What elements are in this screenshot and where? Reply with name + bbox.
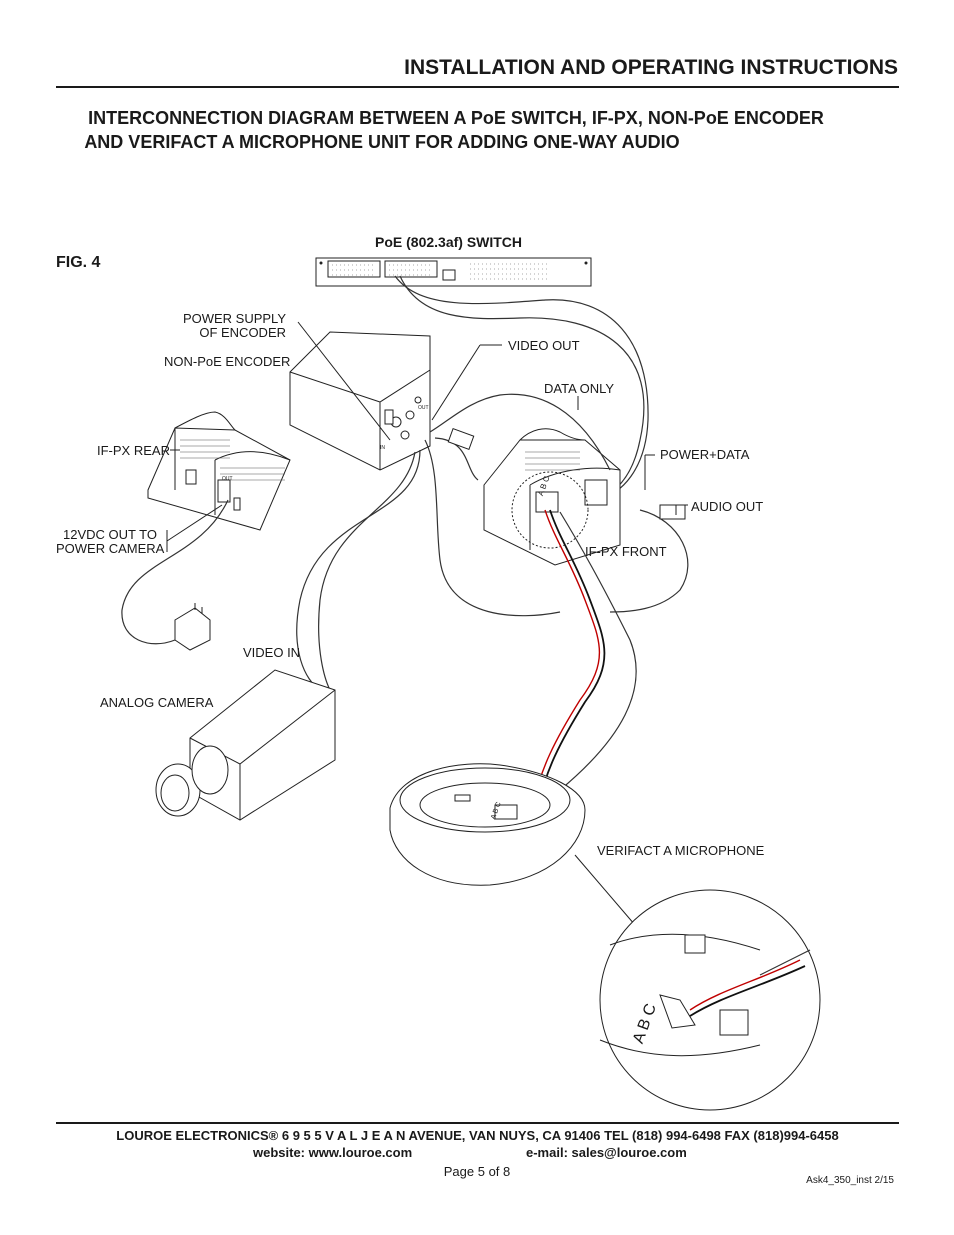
footer-company: LOUROE ELECTRONICS® 6 9 5 5 V A L J E A … (116, 1128, 839, 1143)
document-title: INTERCONNECTION DIAGRAM BETWEEN A PoE SW… (0, 106, 954, 154)
encoder-out-mark: OUT (418, 405, 429, 411)
page-number: Page 5 of 8 (443, 1164, 511, 1179)
analog-camera (155, 669, 336, 821)
header-rule (56, 86, 899, 88)
footer-rule (56, 1122, 899, 1124)
analog-camera-label: ANALOG CAMERA (100, 695, 214, 710)
header-title: INSTALLATION AND OPERATING INSTRUCTIONS (404, 56, 898, 79)
ifpx-rear-label: IF-PX REAR (97, 443, 170, 458)
non-poe-encoder-label: NON-PoE ENCODER (164, 354, 291, 369)
ifpx-front-unit (483, 428, 621, 566)
footer-email: e-mail: sales@louroe.com (526, 1145, 687, 1160)
figure-label: FIG. 4 (56, 254, 101, 271)
video-out-label: VIDEO OUT (508, 338, 580, 353)
power-supply-line-1: POWER SUPPLY (182, 311, 286, 326)
ifpx-rear-out-mark: OUT (222, 476, 233, 482)
document-code: Ask4_350_inst 2/15 (806, 1175, 894, 1186)
verifact-microphone-label: VERIFACT A MICROPHONE (597, 843, 765, 858)
data-only-label: DATA ONLY (544, 381, 615, 396)
poe-switch (315, 257, 592, 287)
12vdc-line-1: 12VDC OUT TO (63, 527, 157, 542)
power-supply-label: POWER SUPPLY OF ENCODER (160, 312, 286, 340)
power-supply-line-2: OF ENCODER (199, 325, 286, 340)
microphone-detail-zoom (574, 854, 821, 1111)
power-data-label: POWER+DATA (660, 447, 750, 462)
ifpx-rear-unit (147, 411, 291, 531)
encoder-in-mark: IN (380, 445, 385, 451)
footer-website: website: www.louroe.com (253, 1145, 413, 1160)
12vdc-line-2: POWER CAMERA (56, 541, 165, 556)
audio-out-label: AUDIO OUT (691, 499, 764, 514)
verifact-microphone (389, 763, 586, 886)
poe-switch-label: PoE (802.3af) SWITCH (375, 234, 523, 250)
power-adapter (174, 603, 211, 651)
12vdc-out-label: 12VDC OUT TO POWER CAMERA (56, 528, 164, 556)
ifpx-front-label: IF-PX FRONT (585, 544, 667, 559)
title-line-2: AND VERIFACT A MICROPHONE UNIT FOR ADDIN… (84, 132, 680, 152)
video-in-label: VIDEO IN (243, 645, 301, 660)
title-line-1: INTERCONNECTION DIAGRAM BETWEEN A PoE SW… (88, 108, 824, 128)
